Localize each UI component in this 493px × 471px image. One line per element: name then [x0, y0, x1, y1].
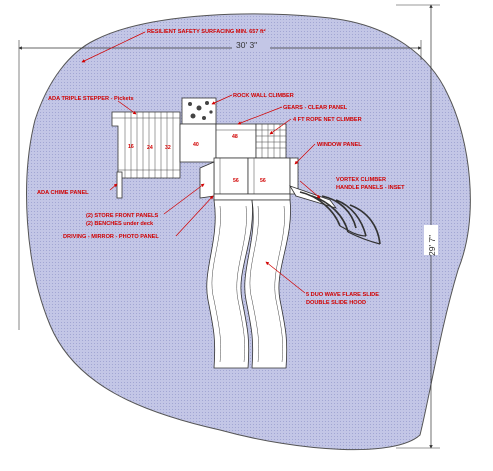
- label-gears: GEARS - CLEAR PANEL: [283, 105, 348, 111]
- label-vortex-line2: HANDLE PANELS - INSET: [336, 185, 405, 191]
- width-dimension-label: 30' 3": [236, 40, 257, 50]
- label-ada-chime: ADA CHIME PANEL: [37, 190, 89, 196]
- ada-chime-panel: [116, 171, 123, 199]
- label-driving: DRIVING - MIRROR - PHOTO PANEL: [63, 234, 159, 240]
- lower-deck-left: 56: [213, 157, 249, 195]
- duo-wave-slide: [206, 193, 291, 369]
- rock-wall-climber: [181, 97, 217, 125]
- play-structure: 16 24 32 40 48: [111, 97, 381, 369]
- callouts: RESILIENT SAFETY SURFACING MIN. 657 ft² …: [37, 28, 405, 306]
- width-dimension: 30' 3": [18, 40, 422, 330]
- store-front-panels: [199, 161, 215, 199]
- deck-height-7: 56: [260, 178, 266, 184]
- label-vortex-line1: VORTEX CLIMBER: [336, 177, 386, 183]
- label-benches: (2) BENCHES under deck: [86, 221, 154, 227]
- gears-deck: 48: [215, 123, 257, 159]
- deck-height-3: 32: [165, 145, 171, 151]
- label-store-front: (2) STORE FRONT PANELS: [86, 213, 158, 219]
- deck-height-2: 24: [147, 145, 153, 151]
- window-panel: [289, 157, 299, 195]
- rope-net-climber: [255, 123, 287, 159]
- label-rock-wall: ROCK WALL CLIMBER: [233, 93, 294, 99]
- deck-height-1: 16: [128, 144, 134, 150]
- label-rope-net: 4 FT ROPE NET CLIMBER: [293, 117, 362, 123]
- label-window: WINDOW PANEL: [317, 142, 362, 148]
- deck-height-4: 40: [193, 142, 199, 148]
- label-slide-line1: 5 DUO WAVE FLARE SLIDE: [306, 292, 379, 298]
- lower-deck-right: 56: [247, 157, 291, 195]
- label-surfacing: RESILIENT SAFETY SURFACING MIN. 657 ft²: [147, 28, 266, 35]
- deck-height-6: 56: [233, 178, 239, 184]
- ada-triple-stepper: 16 24 32: [111, 111, 181, 179]
- depth-dimension: 29' 7": [396, 4, 440, 449]
- deck-height-5: 48: [232, 134, 238, 140]
- label-ada-stepper: ADA TRIPLE STEPPER - Pickets: [48, 96, 134, 102]
- depth-dimension-label: 29' 7": [427, 235, 437, 256]
- upper-deck: 40: [179, 123, 217, 163]
- vortex-climber: [289, 185, 381, 245]
- label-slide-line2: DOUBLE SLIDE HOOD: [306, 300, 366, 306]
